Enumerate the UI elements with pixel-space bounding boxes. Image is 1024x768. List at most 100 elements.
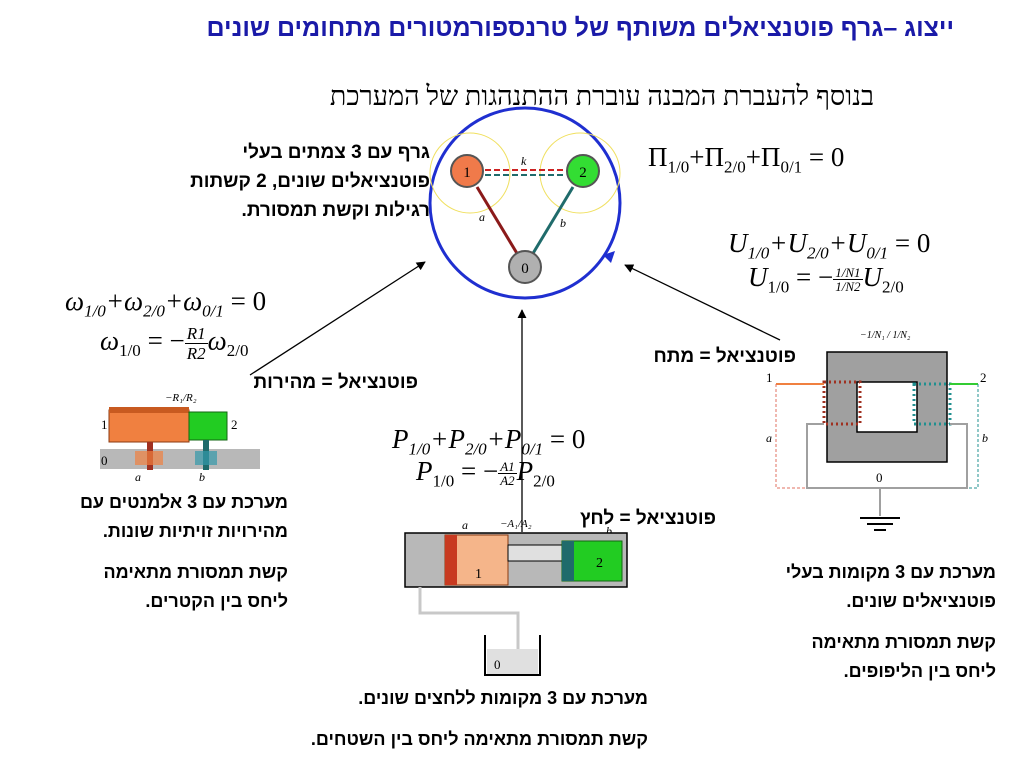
node-1 (450, 154, 484, 188)
eq-urel-rhs-sub: 2/0 (882, 277, 904, 297)
graph-desc-line3: רגילות וקשת תמסורת. (241, 200, 430, 221)
trans-coil-1 (822, 380, 862, 426)
hyd-ratio: −A₁/A₂ (500, 518, 532, 530)
eq-w-term3: +ω (164, 286, 203, 316)
hyd-node-2: 2 (596, 556, 603, 571)
eq-u-term2: +U (769, 228, 807, 258)
gear-2-bearing (195, 451, 217, 465)
eq-prel-lhs: P (416, 456, 433, 486)
eq-w-sub3: 0/1 (202, 301, 224, 321)
edge-k-label: k (521, 154, 527, 168)
hyd-edge-a: a (462, 518, 468, 532)
equation-pi-sum: Π1/0+Π2/0+Π0/1 = 0 (648, 142, 844, 177)
eq-p-term2: +P (430, 424, 465, 454)
graph-description: גרף עם 3 צמתים בעלי פוטנציאלים שונים, 2 … (130, 138, 430, 225)
node-2-label: 2 (579, 165, 587, 181)
potential-graph: 1 2 0 k a b (428, 106, 622, 300)
arrow-voltage (624, 264, 781, 341)
trans-edge-b-line (950, 384, 979, 489)
eq-pi-sub2: 2/0 (723, 157, 746, 177)
gear-2 (188, 411, 228, 441)
eq-w-sub2: 2/0 (143, 301, 165, 321)
hyd-piston-2 (562, 541, 574, 581)
eq-pi-term3: +Π (745, 142, 781, 172)
eq-pi-term2: +Π (689, 142, 724, 172)
trans-desc-p1l2: פוטנציאלים שונים. (846, 591, 996, 611)
trans-edge-b: b (982, 431, 988, 445)
eq-urel-num: 1/N1 (833, 265, 863, 281)
eq-pi-term1: Π (648, 142, 668, 172)
node-0-label: 0 (521, 261, 529, 277)
trans-desc-p1l1: מערכת עם 3 מקומות בעלי (785, 562, 996, 582)
page-title: ייצוג –גרף פוטנציאלים משותף של טרנספורמט… (206, 14, 954, 42)
eq-prel-lhs-sub: 1/0 (432, 471, 455, 491)
edge-a (475, 186, 520, 256)
node-2 (566, 154, 600, 188)
edge-a-label: a (479, 210, 485, 224)
eq-pi-sub3: 0/1 (780, 157, 803, 177)
gear-1 (108, 409, 190, 443)
hyd-node-0: 0 (494, 657, 501, 672)
node-1-label: 1 (463, 165, 471, 181)
eq-p-sub1: 1/0 (408, 439, 431, 459)
eq-wrel-lhs-sub: 1/0 (119, 341, 141, 361)
eq-wrel-equals: = − (147, 325, 185, 356)
hyd-pipe (418, 587, 520, 653)
hyd-desc-line1: מערכת עם 3 מקומות ללחצים שונים. (358, 688, 648, 708)
graph-boundary-circle (428, 106, 622, 300)
eq-urel-lhs-sub: 1/0 (767, 277, 790, 297)
circle-arrowhead (603, 251, 615, 263)
node2-halo (539, 132, 621, 214)
arrow-velocity (249, 261, 426, 376)
gear-edge-b: b (199, 470, 205, 484)
eq-w-sub1: 1/0 (84, 301, 106, 321)
trans-edge-a: a (766, 431, 772, 445)
eq-u-rhs: = 0 (894, 228, 931, 258)
equation-p-sum: P1/0+P2/0+P0/1 = 0 (392, 424, 585, 459)
gear-desc-p2l1: קשת תמסורת מתאימה (103, 562, 289, 582)
eq-p-term3: +P (486, 424, 522, 454)
trans-desc-p2l2: ליחס בין הליפופים. (843, 661, 996, 681)
hyd-edge-b: b (606, 524, 612, 538)
node1-halo (429, 132, 511, 214)
transformer-description: מערכת עם 3 מקומות בעלי פוטנציאלים שונים.… (706, 558, 996, 686)
eq-wrel-rhs: ω (207, 325, 227, 356)
gear-1-bearing (135, 451, 163, 465)
eq-prel-rhs: P (516, 456, 534, 486)
gear-desc-p1l1: מערכת עם 3 אלמנטים עם (79, 492, 288, 512)
label-voltage: פוטנציאל = מתח (653, 346, 796, 367)
edge-b (530, 186, 575, 256)
gear-1-teeth (109, 407, 189, 413)
gear-node-2: 2 (231, 417, 238, 432)
eq-u-term1: U (728, 228, 748, 258)
eq-w-term2: +ω (105, 286, 144, 316)
eq-prel-equals: = − (460, 456, 499, 486)
eq-wrel-num: R1 (184, 324, 208, 344)
eq-urel-den: 1/N2 (835, 279, 861, 295)
eq-p-sub3: 0/1 (521, 439, 544, 459)
hyd-piston-1 (445, 535, 457, 585)
gear-base (100, 449, 260, 469)
label-pressure: פוטנציאל = לחץ (579, 508, 716, 529)
eq-w-rhs: = 0 (230, 286, 267, 316)
gear-ratio: −R₁/R₂ (165, 392, 197, 404)
trans-return (806, 423, 968, 489)
gear-system: −R₁/R₂ 1 2 0 a b (100, 392, 260, 484)
trans-edge-a-line (775, 384, 824, 489)
trans-node-0: 0 (876, 470, 883, 485)
label-velocity: פוטנציאל = מהירות (253, 372, 418, 393)
equation-u-sum: U1/0+U2/0+U0/1 = 0 (728, 228, 930, 263)
eq-wrel-lhs: ω (100, 325, 120, 356)
eq-u-sub3: 0/1 (866, 243, 889, 263)
edge-b-label: b (560, 216, 566, 230)
eq-pi-rhs: = 0 (808, 142, 845, 172)
eq-pi-sub1: 1/0 (667, 157, 690, 177)
eq-urel-lhs: U (748, 262, 768, 292)
eq-p-term1: P (392, 424, 409, 454)
